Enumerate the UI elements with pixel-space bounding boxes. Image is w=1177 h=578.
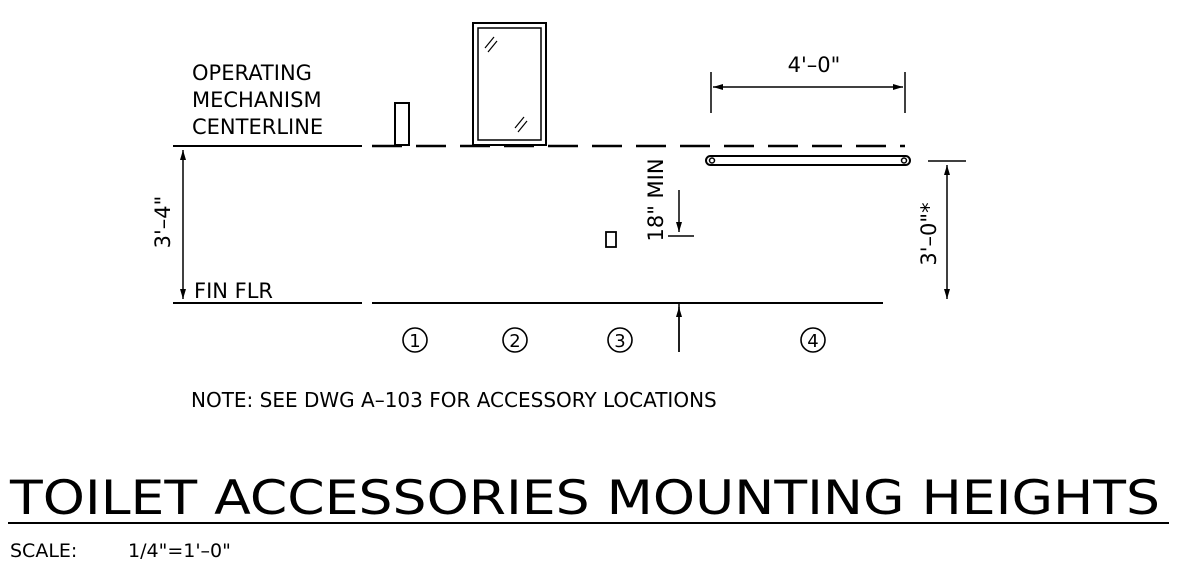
svg-text:2: 2 [509,331,520,352]
svg-text:1: 1 [409,331,420,352]
grab-bar-end [708,157,716,164]
mirror-glare-mark [484,36,495,49]
scale-value: 1/4"=1'–0" [128,540,231,562]
fin-flr-label: FIN FLR [194,279,273,303]
operating-label-line2: MECHANISM [192,88,322,112]
item-number-4: 4 [800,327,826,353]
mirror-glare-mark [514,116,525,129]
item-number-2: 2 [502,327,528,353]
operating-label-line3: CENTERLINE [192,115,323,139]
item-2-mirror-inner [477,27,542,141]
svg-text:4: 4 [807,331,818,352]
item-number-1: 1 [402,327,428,353]
mirror-glare-mark [487,40,498,53]
item-1-dispenser [394,102,410,146]
grab-bar-end [900,157,908,164]
drawing-title: TOILET ACCESSORIES MOUNTING HEIGHTS [9,471,1160,526]
operating-label-line1: OPERATING [192,61,312,85]
note-text: NOTE: SEE DWG A–103 FOR ACCESSORY LOCATI… [191,388,717,412]
item-2-mirror-outer [472,22,547,146]
mirror-glare-mark [517,120,528,133]
item-3-device [605,231,617,248]
svg-text:3: 3 [614,331,625,352]
scale-label: SCALE: [10,540,77,562]
dimension-3-4-label: 3'–4" [151,196,175,249]
item-number-3: 3 [607,327,633,353]
dimension-4-0-label: 4'–0" [788,53,841,77]
dimension-3-0-label: 3'–0"* [917,202,941,265]
dimension-18-min-label: 18" MIN [644,158,668,241]
item-4-grab-bar [705,155,911,166]
